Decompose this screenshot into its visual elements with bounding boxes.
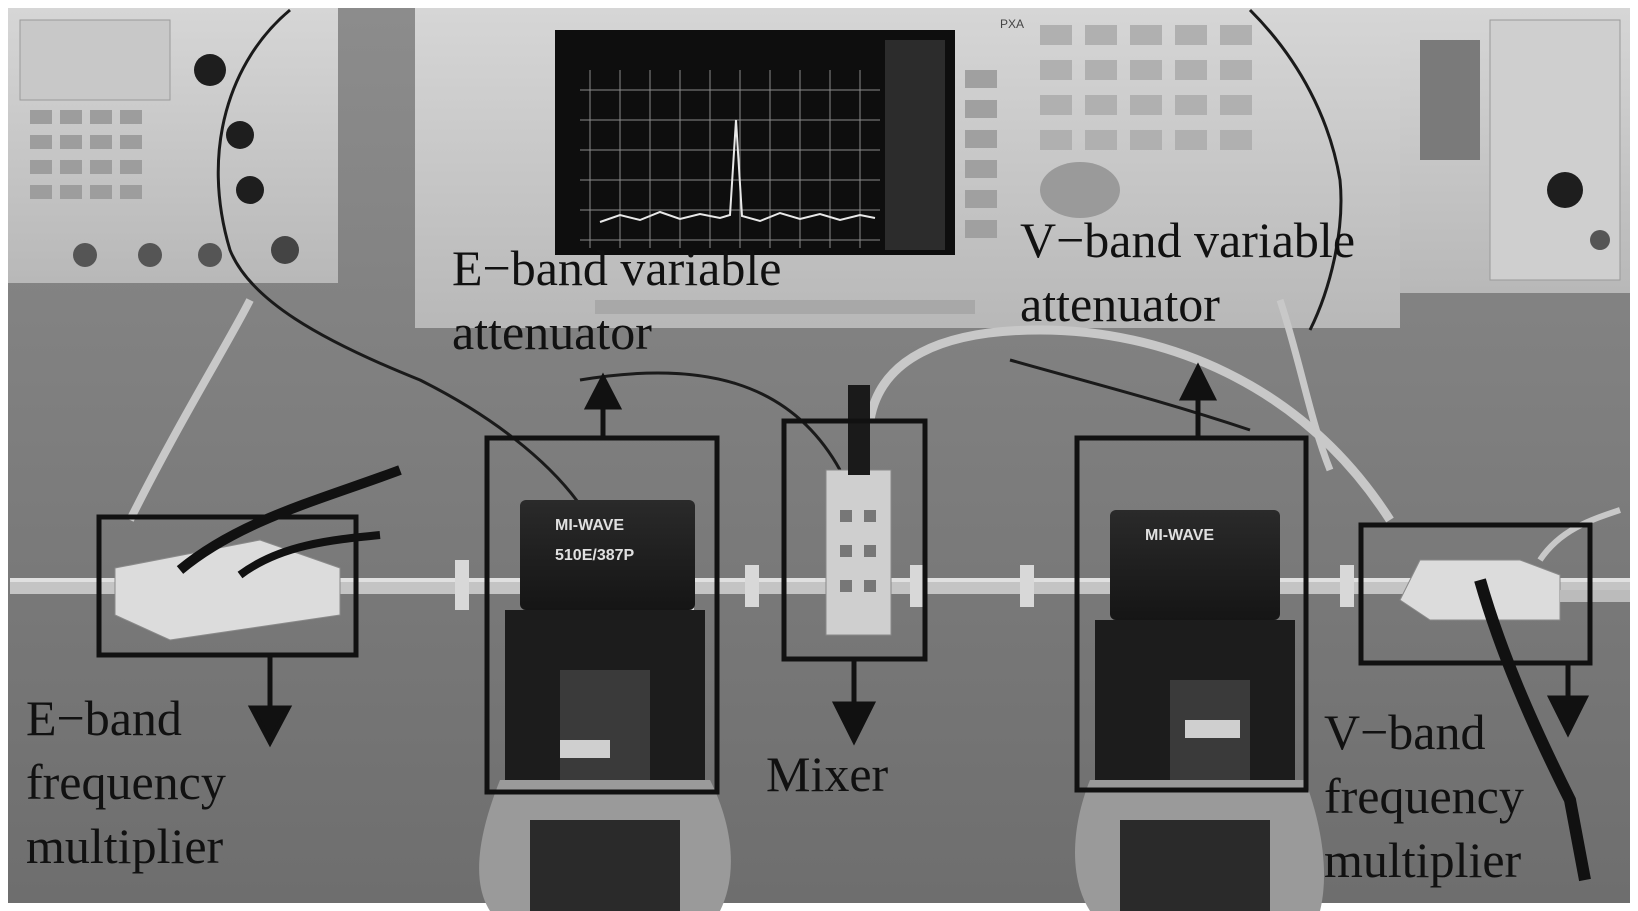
arrow-down-mixer bbox=[831, 701, 877, 746]
spectrum-analyzer: PXA bbox=[415, 8, 1400, 328]
label-e-band-multiplier-line2: frequency bbox=[26, 754, 226, 810]
e-band-attenuator-device: MI-WAVE 510E/387P bbox=[479, 500, 731, 911]
e-attenuator-model: 510E/387P bbox=[555, 547, 635, 564]
label-e-band-attenuator-line2: attenuator bbox=[452, 304, 652, 360]
signal-generator-right bbox=[1400, 8, 1630, 293]
box-e-band-multiplier bbox=[96, 514, 359, 658]
label-v-band-attenuator-line2: attenuator bbox=[1020, 276, 1220, 332]
label-v-band-attenuator: V−band variable attenuator bbox=[1020, 208, 1355, 336]
label-v-band-multiplier: V−band frequency multiplier bbox=[1324, 700, 1524, 892]
arrow-up-v-attenuator bbox=[1178, 362, 1218, 401]
cables bbox=[216, 8, 1343, 521]
label-e-band-multiplier: E−band frequency multiplier bbox=[26, 686, 226, 878]
label-v-band-multiplier-line1: V−band bbox=[1324, 704, 1486, 760]
arrow-up-e-attenuator bbox=[583, 372, 623, 410]
analyzer-badge: PXA bbox=[1000, 17, 1024, 31]
label-v-band-attenuator-line1: V−band variable bbox=[1020, 212, 1356, 268]
label-v-band-multiplier-line2: frequency bbox=[1324, 768, 1524, 824]
box-v-band-multiplier bbox=[1358, 522, 1593, 666]
e-attenuator-brand: MI-WAVE bbox=[555, 517, 624, 534]
arrow-down-v-multiplier bbox=[1546, 695, 1590, 738]
v-attenuator-brand: MI-WAVE bbox=[1145, 527, 1214, 544]
v-band-multiplier-device bbox=[1399, 507, 1630, 882]
annotation-arrows bbox=[247, 362, 1590, 748]
v-band-attenuator-device: MI-WAVE bbox=[1075, 510, 1325, 911]
mixer-device bbox=[825, 385, 892, 636]
arrow-down-e-multiplier bbox=[247, 705, 293, 748]
label-e-band-multiplier-line1: E−band bbox=[26, 690, 182, 746]
label-e-band-attenuator-line1: E−band variable bbox=[452, 240, 782, 296]
label-e-band-attenuator: E−band variable attenuator bbox=[452, 236, 781, 364]
label-v-band-multiplier-line3: multiplier bbox=[1324, 832, 1522, 888]
label-e-band-multiplier-line3: multiplier bbox=[26, 818, 224, 874]
signal-generator-left bbox=[8, 8, 338, 283]
box-v-band-attenuator bbox=[1074, 435, 1309, 793]
label-mixer: Mixer bbox=[766, 742, 888, 806]
e-band-multiplier-device bbox=[114, 465, 402, 641]
label-mixer-line1: Mixer bbox=[766, 746, 889, 802]
